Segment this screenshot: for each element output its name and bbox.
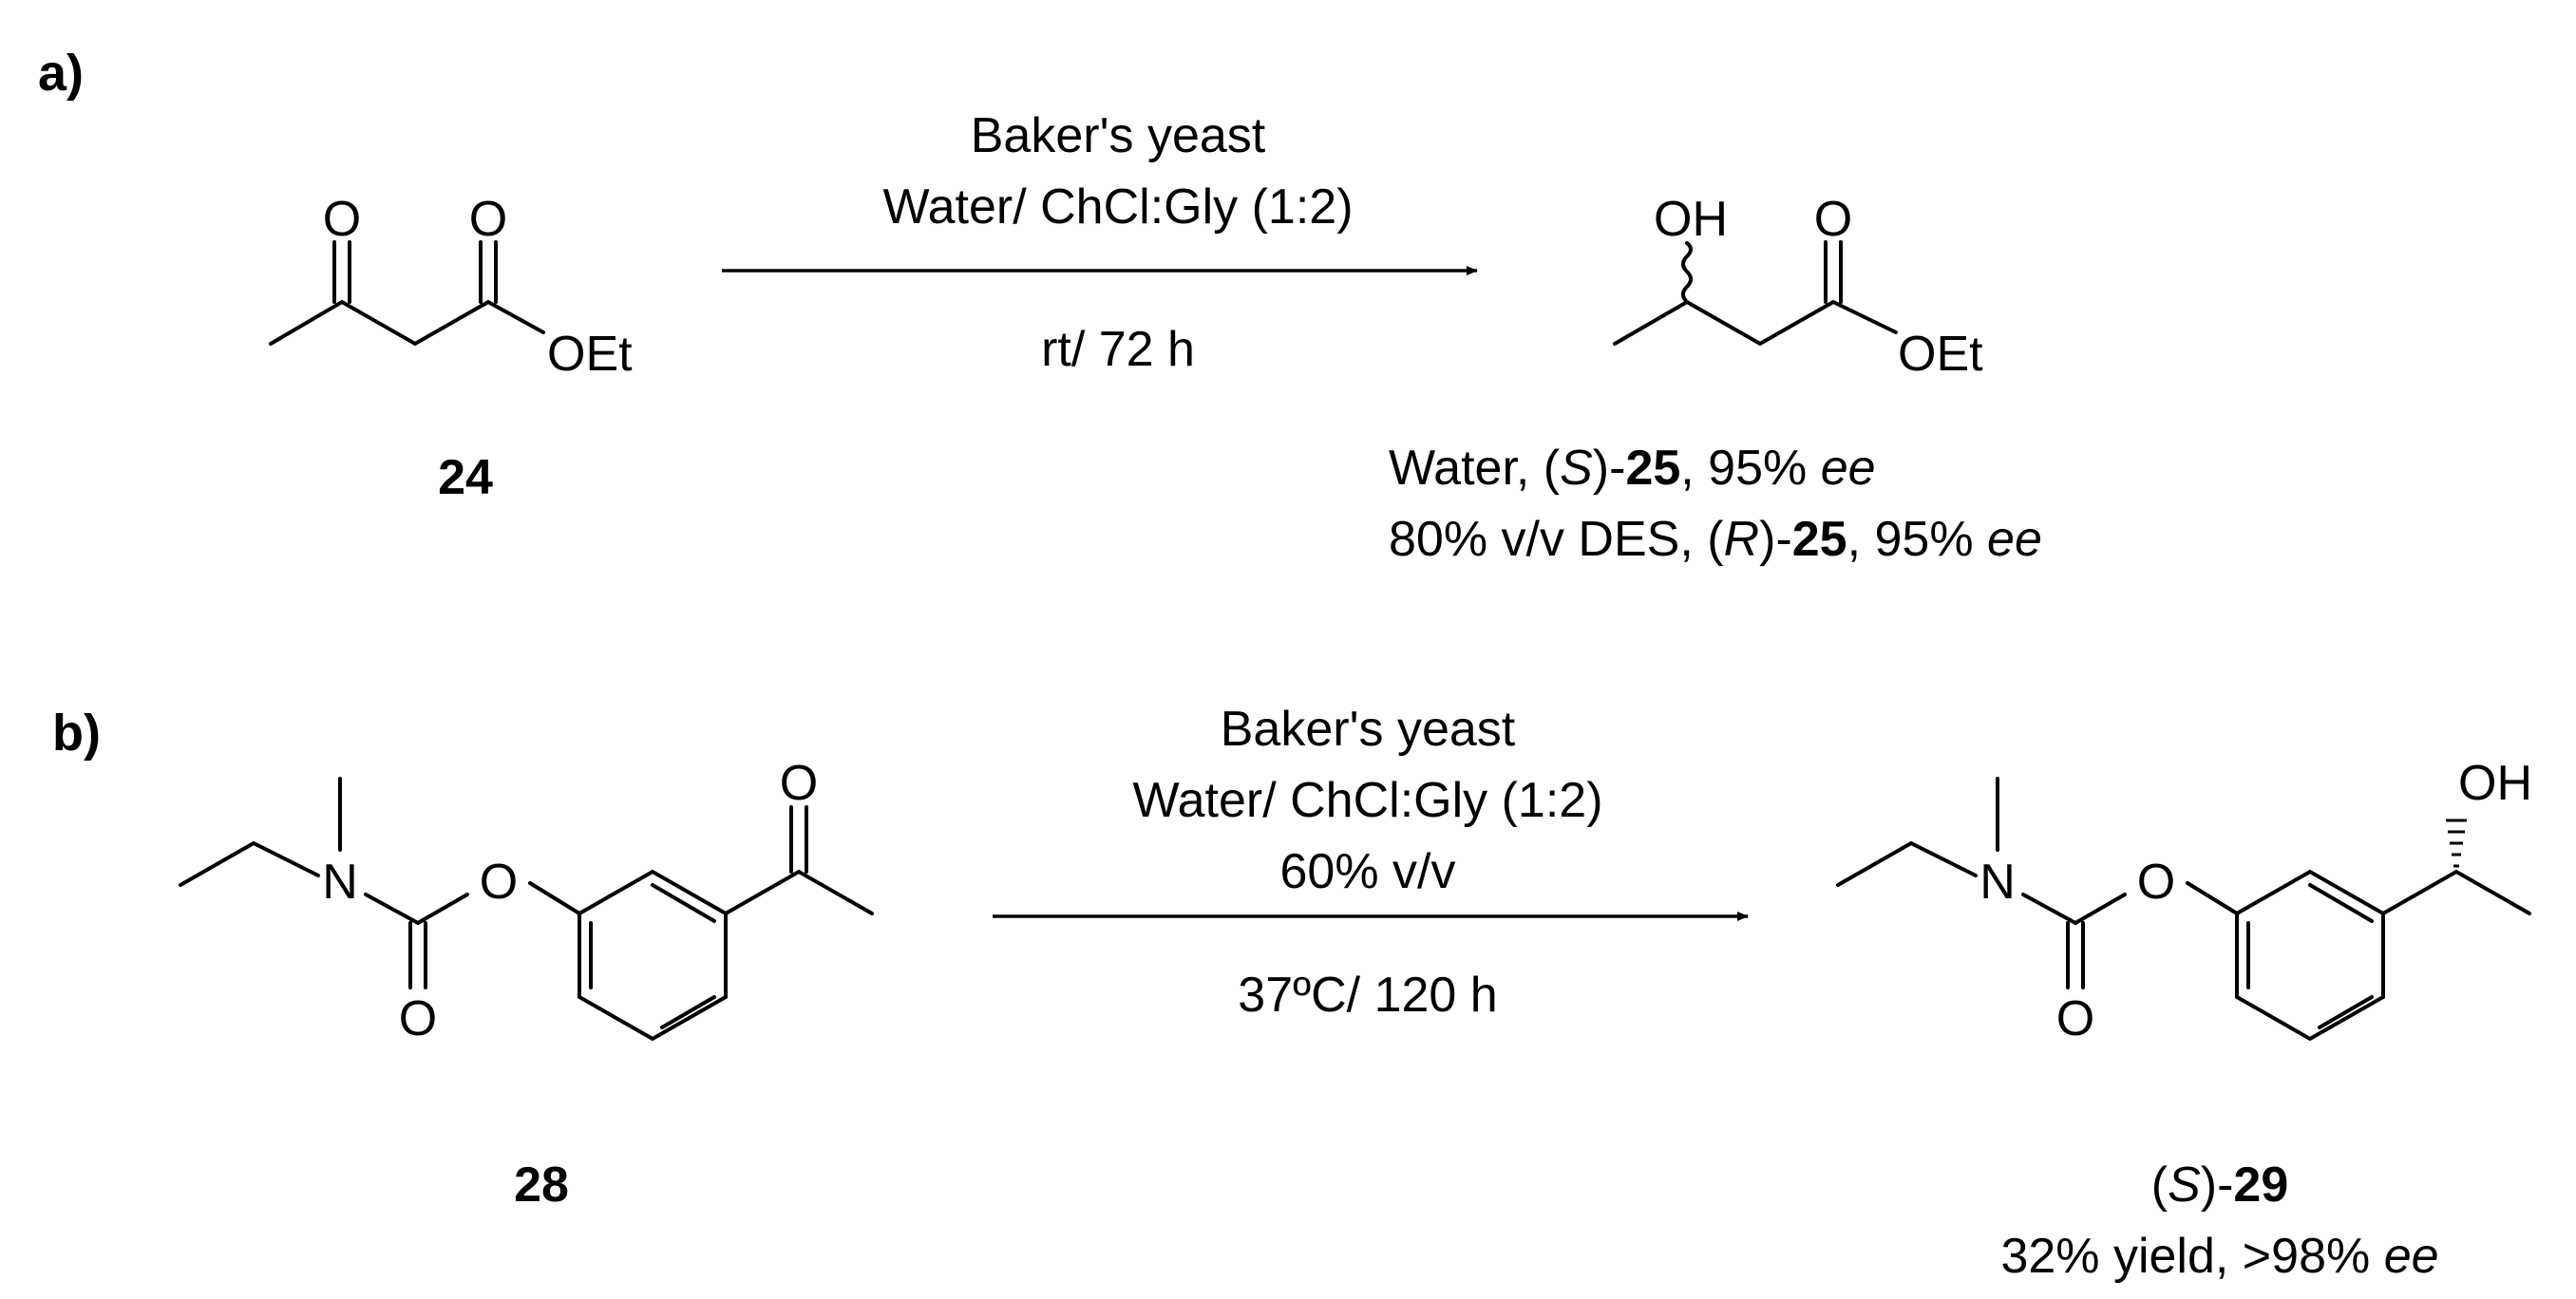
solvent-label: Water/ ChCl:Gly (1:2) — [882, 179, 1353, 235]
o-aryl-bond — [2186, 881, 2239, 915]
product-29-structure — [1836, 777, 2531, 1042]
compound-label-29: (S)-29 — [2151, 1158, 2289, 1213]
atom-o: O — [469, 192, 507, 247]
atom-o: O — [480, 855, 518, 910]
acetyl-group — [724, 869, 874, 915]
benzene-double-bond — [2308, 883, 2374, 923]
product-25-skeleton — [1613, 299, 1898, 347]
wavy-stereo-bond — [1681, 241, 1693, 304]
product-25-structure — [1613, 240, 1898, 347]
atom-oh: OH — [1654, 192, 1728, 247]
compound-id-28: 28 — [514, 1158, 569, 1213]
result-line-des: 80% v/v DES, (R)-25, 95% ee — [1389, 512, 2042, 567]
yield-ee-result: 32% yield, >98% ee — [2000, 1229, 2438, 1284]
benzene-double-bond — [660, 995, 716, 1029]
atom-n: N — [322, 855, 358, 910]
reactant-24-skeleton — [269, 299, 545, 347]
reagent-label: Baker's yeast — [971, 108, 1266, 163]
benzene-ring — [578, 869, 728, 1042]
atom-oh: OH — [2458, 756, 2532, 811]
hashed-wedge-bond — [2446, 819, 2467, 868]
benzene-double-bond — [2318, 995, 2374, 1029]
part-a-tag: a) — [38, 45, 84, 102]
ethyl-chain — [179, 840, 320, 887]
atom-oet: OEt — [1898, 327, 1983, 382]
reactant-28-structure — [179, 777, 874, 1042]
atom-oet: OEt — [547, 327, 633, 382]
solvent-label: Water/ ChCl:Gly (1:2) — [1132, 773, 1602, 828]
carbonyl-o-bond — [2074, 893, 2127, 925]
atom-o: O — [2137, 855, 2175, 910]
part-b-tag: b) — [52, 705, 101, 762]
concentration-label: 60% v/v — [1280, 844, 1456, 899]
n-carbonyl-bond — [2021, 893, 2077, 925]
atom-o: O — [2056, 991, 2094, 1046]
carbinol-group — [2381, 869, 2531, 915]
time-label: rt/ 72 h — [1041, 322, 1195, 377]
atom-o: O — [323, 192, 361, 247]
atom-o: O — [399, 991, 437, 1046]
atom-n: N — [1979, 855, 2016, 910]
atom-o: O — [780, 756, 818, 811]
benzene-ring — [2235, 869, 2385, 1042]
reactant-24-structure — [269, 240, 545, 347]
benzene-double-bond — [651, 883, 716, 923]
carbonyl-o-bond — [416, 893, 469, 925]
compound-id-24: 24 — [438, 450, 493, 505]
atom-o: O — [1814, 192, 1852, 247]
ethyl-chain — [1836, 840, 1978, 887]
n-carbonyl-bond — [364, 893, 420, 925]
time-label: 37ºC/ 120 h — [1238, 968, 1497, 1023]
reagent-label: Baker's yeast — [1221, 702, 1516, 757]
result-line-water: Water, (S)-25, 95% ee — [1389, 441, 1876, 496]
o-aryl-bond — [528, 881, 581, 915]
